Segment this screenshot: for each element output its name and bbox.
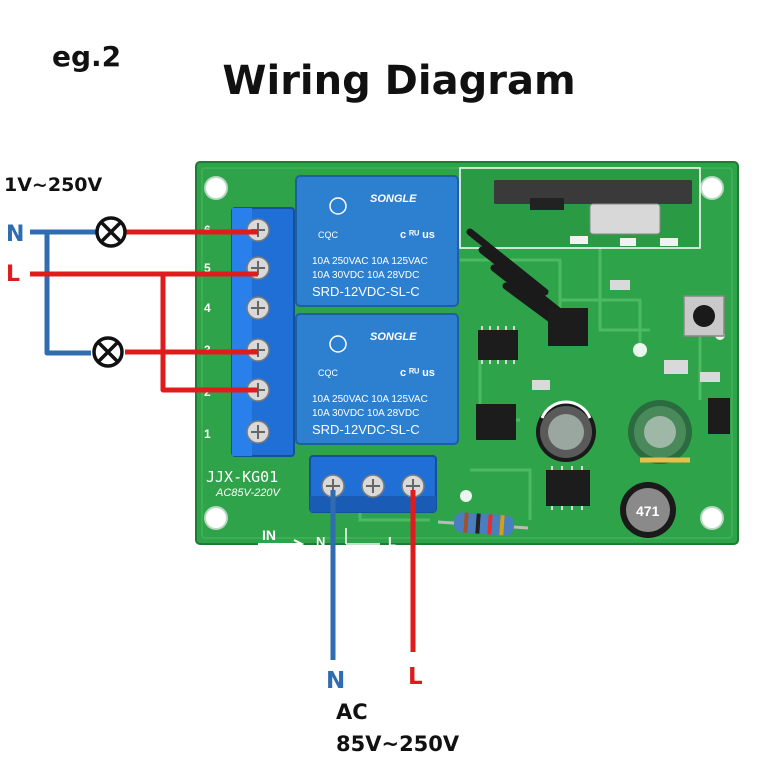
input-l-label: L [388,534,396,549]
lamp-2-icon [92,336,124,368]
supply-ac-label: AC [336,700,368,724]
arrow-right-icon [258,539,305,549]
supply-voltage-range: 85V~250V [336,732,460,756]
relay-spec-1: 10A 250VAC 10A 125VAC [312,256,428,267]
board-rating: AC85V-220V [215,487,281,499]
ul-mark: c ᴿᵁ us [400,367,435,379]
ul-mark: c ᴿᵁ us [400,229,435,241]
push-button [683,295,725,337]
live-wire-branch [160,274,258,393]
mount-hole [204,176,228,200]
relay-spec-1: 10A 250VAC 10A 125VAC [312,394,428,405]
terminal-number: 1 [204,427,211,441]
brand-logo-icon [329,335,347,353]
relay-model: SRD-12VDC-SL-C [312,422,420,437]
ic-chip [476,308,730,506]
board-model: JJX-KG01 [206,468,278,486]
inductor-label: 471 [636,503,660,519]
output-terminal-block [231,207,295,457]
rf-module [459,167,701,249]
relay-brand: SONGLE [370,193,417,205]
relay-board: 6 5 4 3 2 1 JJX-KG01 AC85V-220V IN N L [195,161,739,549]
supply-neutral-label: N [326,668,346,694]
relay-model: SRD-12VDC-SL-C [312,284,420,299]
lamp-1-icon [95,216,127,248]
cqc-mark: CQC [318,230,339,240]
relay-brand: SONGLE [370,331,417,343]
capacitor-2 [628,400,692,464]
relay-2: SONGLE CQC c ᴿᵁ us 10A 250VAC 10A 125VAC… [295,313,459,445]
mount-hole [204,506,228,530]
mount-hole [700,506,724,530]
neutral-wire-branch [44,232,91,356]
supply-live-label: L [408,664,423,690]
terminal-number: 5 [204,261,211,275]
cqc-mark: CQC [318,368,339,378]
capacitor-1 [536,400,596,462]
load-live-label: L [6,262,21,287]
input-label: IN [262,527,276,543]
load-neutral-label: N [6,222,25,247]
relay-spec-2: 10A 30VDC 10A 28VDC [312,270,419,281]
resistor [437,512,529,536]
load-voltage-label: 1V~250V [4,174,103,196]
relay-1: SONGLE CQC c ᴿᵁ us 10A 250VAC 10A 125VAC… [295,175,459,307]
example-label: eg.2 [52,40,122,73]
brand-logo-icon [329,197,347,215]
diagram-title: Wiring Diagram [222,58,576,104]
terminal-number: 4 [204,301,211,315]
wiring [30,229,416,660]
input-terminal-block [309,455,437,513]
inductor: 471 [620,482,676,538]
mount-hole [700,176,724,200]
relay-spec-2: 10A 30VDC 10A 28VDC [312,408,419,419]
input-n-label: N [316,534,325,549]
